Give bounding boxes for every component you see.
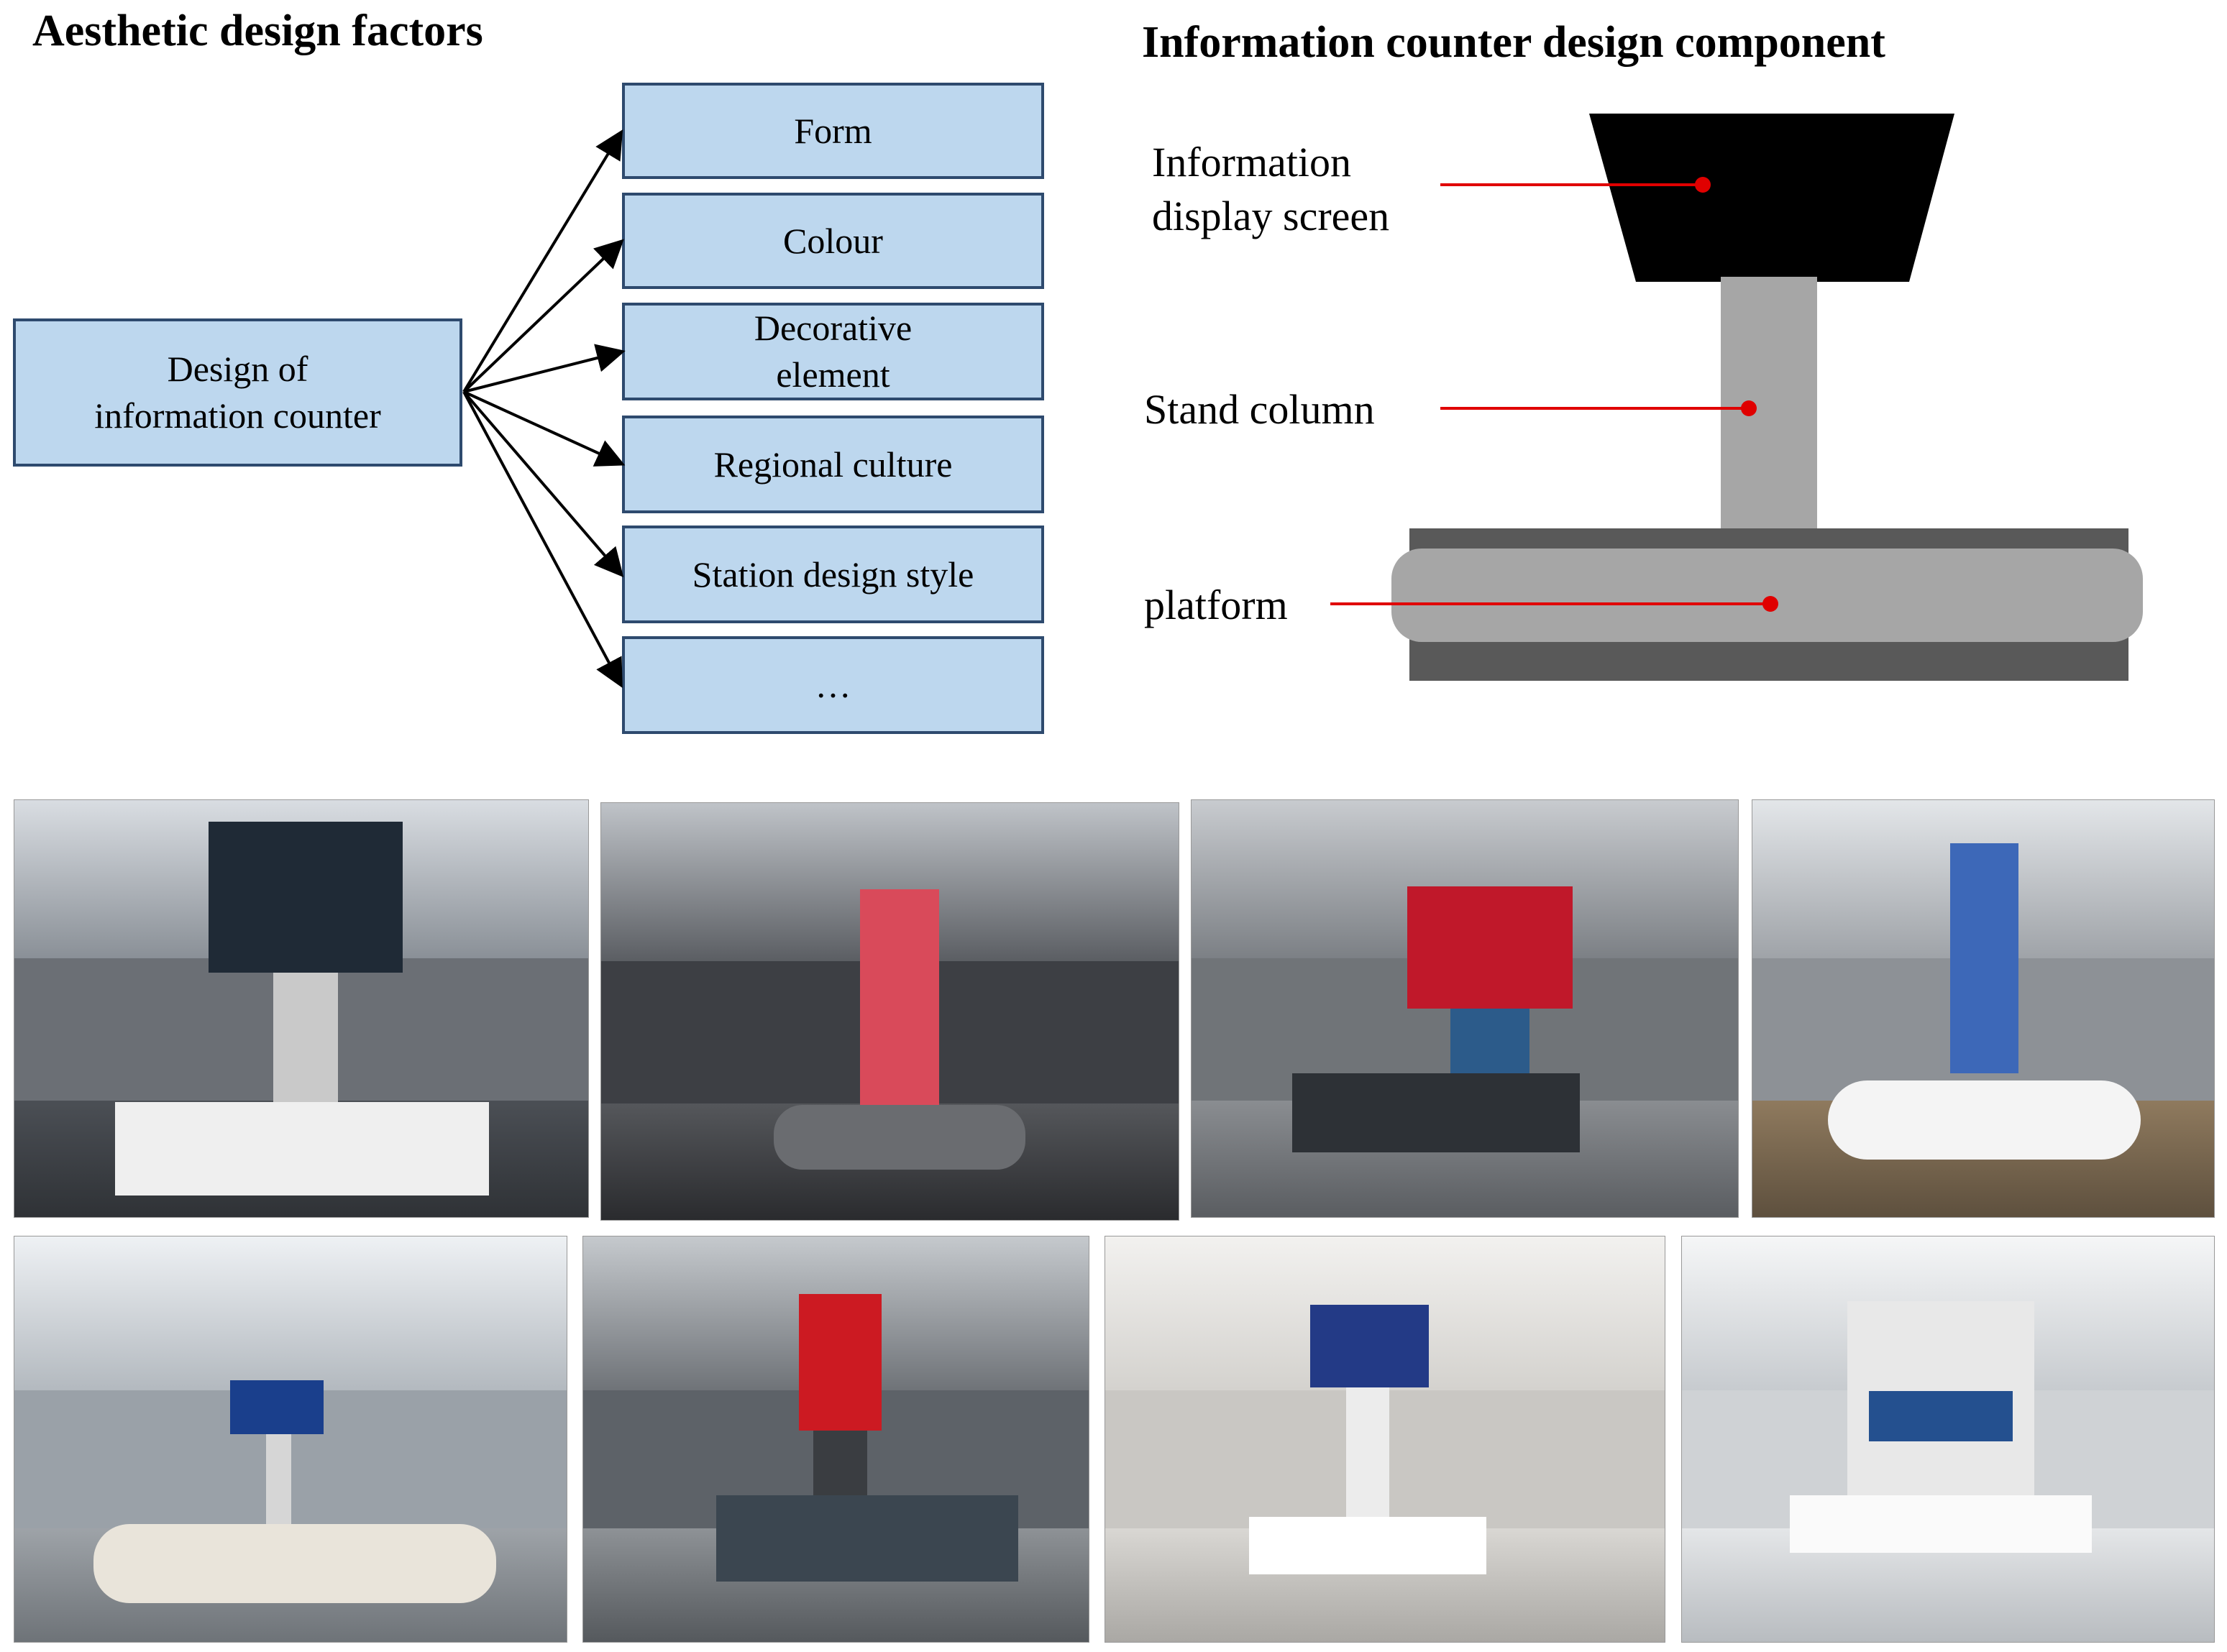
screen-label: Information display screen xyxy=(1152,135,1389,244)
arrow-to-station-design-style xyxy=(462,390,624,578)
arrow-to-more xyxy=(462,391,623,689)
photo-5 xyxy=(14,1236,567,1643)
photo-7 xyxy=(1105,1236,1665,1643)
arrow-to-colour xyxy=(462,239,624,393)
pointer-lines xyxy=(1330,183,1770,605)
factor-box-decorative-element: Decorative element xyxy=(622,303,1044,400)
photo-1 xyxy=(14,799,589,1218)
display-screen-icon xyxy=(860,889,939,1126)
factor-box-colour: Colour xyxy=(622,193,1044,289)
factor-box-more: … xyxy=(622,636,1044,734)
source-box-line1: Design of xyxy=(167,349,308,389)
factor-label: Form xyxy=(794,110,872,151)
factor-box-station-design-style: Station design style xyxy=(622,526,1044,623)
photo-4 xyxy=(1752,799,2215,1218)
display-screen-icon xyxy=(1869,1391,2013,1441)
display-screen-icon xyxy=(1950,843,2018,1073)
display-screen-shape xyxy=(1589,114,1954,282)
stand-column-shape xyxy=(1721,277,1817,528)
arrow-to-regional-culture xyxy=(463,390,626,467)
question-mark-sign-icon xyxy=(799,1294,882,1431)
platform-label: platform xyxy=(1144,582,1288,628)
display-screen-icon xyxy=(230,1380,324,1434)
fan-arrows xyxy=(462,129,626,689)
arrow-to-form xyxy=(462,129,623,393)
factor-label: Station design style xyxy=(692,554,974,595)
photo-3 xyxy=(1191,799,1739,1218)
display-screen-icon xyxy=(1310,1305,1429,1387)
platform-top-shape xyxy=(1391,549,2143,642)
column-label: Stand column xyxy=(1144,386,1375,433)
pointer-dots xyxy=(1695,177,1778,612)
photo-2 xyxy=(600,802,1179,1221)
factor-box-form: Form xyxy=(622,83,1044,179)
arrow-to-decorative-element xyxy=(463,344,626,393)
platform-pointer-dot xyxy=(1762,596,1778,612)
screen-label-line2: display screen xyxy=(1152,193,1390,240)
source-box-line2: information counter xyxy=(94,395,381,436)
factor-label-line2: element xyxy=(776,354,890,395)
factor-label: Decorative xyxy=(754,308,913,348)
factor-label: Colour xyxy=(783,220,883,261)
factor-box-regional-culture: Regional culture xyxy=(622,416,1044,513)
diagram-lines xyxy=(462,114,2143,689)
right-panel-title: Information counter design component xyxy=(1142,18,1885,67)
display-screen-icon xyxy=(209,822,403,973)
factor-label: Regional culture xyxy=(713,444,953,485)
factor-label: … xyxy=(815,664,851,705)
screen-pointer-dot xyxy=(1695,177,1711,193)
screen-label-line1: Information xyxy=(1152,139,1352,185)
left-panel-title: Aesthetic design factors xyxy=(32,6,483,55)
source-box: Design of information counter xyxy=(13,318,462,467)
column-pointer-dot xyxy=(1741,400,1757,416)
display-screen-icon xyxy=(1407,886,1573,1009)
photo-8 xyxy=(1681,1236,2215,1643)
photo-6 xyxy=(582,1236,1089,1643)
